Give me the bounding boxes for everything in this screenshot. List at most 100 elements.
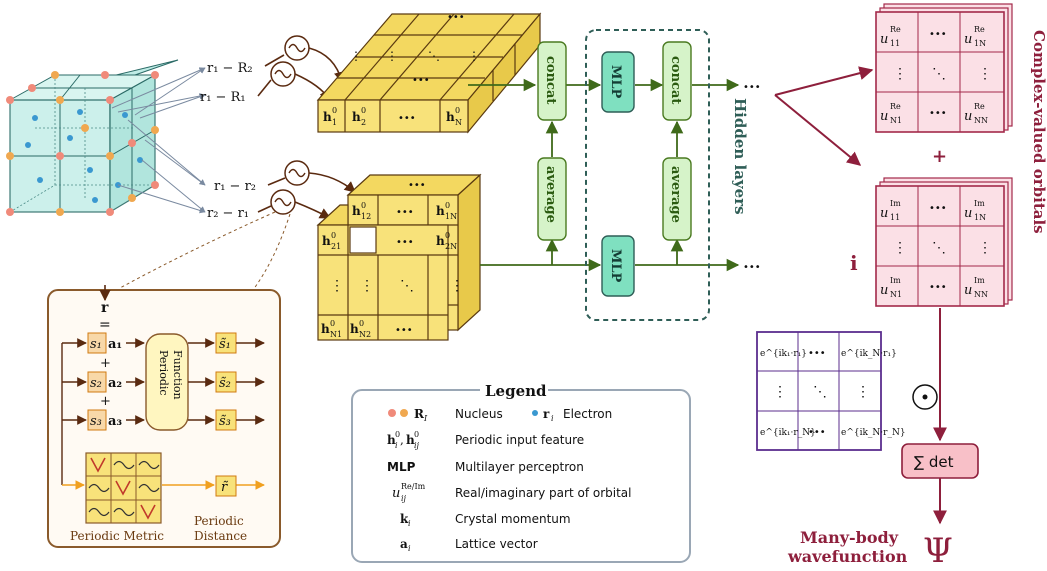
svg-text:1: 1	[332, 118, 337, 127]
phase-tl: e^{ik₁·r₁}	[760, 349, 807, 359]
svg-text:1N: 1N	[974, 39, 986, 48]
svg-text:⋱: ⋱	[932, 66, 946, 82]
crystal-lattice	[6, 59, 179, 216]
svg-text:0: 0	[359, 319, 364, 328]
top-tensor-labels: ••• ⋮ ⋮ ⋱ ⋮ ••• h 0 1 h 0 2 ••• h 0 N	[323, 12, 480, 127]
psi-symbol: Ψ	[923, 531, 953, 571]
nucleus-markers	[6, 71, 159, 216]
feature-h1N: h 0 1N	[436, 201, 457, 221]
legend-lattice-vector: Lattice vector	[455, 537, 538, 551]
flow-ellipsis-top: •••	[743, 82, 761, 93]
svg-text:⋮: ⋮	[978, 240, 992, 256]
bottom-feature-tensor	[316, 173, 482, 341]
svg-text:h: h	[322, 234, 331, 248]
hidden-layers-box	[585, 29, 710, 321]
sum-det-block: ∑ det	[901, 443, 979, 479]
feature-hN: h 0 N	[446, 106, 462, 127]
svg-text:1N: 1N	[445, 212, 457, 221]
svg-text:11: 11	[890, 39, 900, 48]
average-block-1: average	[537, 157, 567, 241]
svg-text:u: u	[964, 32, 972, 47]
legend-mlp: Multilayer perceptron	[455, 460, 584, 474]
svg-text:a₃: a₃	[108, 414, 122, 429]
svg-text:NN: NN	[974, 290, 988, 299]
svg-text:MLP: MLP	[608, 65, 623, 99]
bottom-tensor-labels: ••• h 0 12 ••• h 0 1N h 0 21 ••• h 0 2N …	[321, 180, 464, 339]
phase-matrix-labels: e^{ik₁·r₁} ••• e^{ik_N·r₁} ⋮ ⋱ ⋮ e^{ik₁·…	[760, 348, 906, 438]
svg-text:Im: Im	[890, 276, 901, 285]
svg-text:s₃: s₃	[90, 414, 102, 429]
svg-text:h: h	[323, 110, 332, 124]
svg-text:NN: NN	[974, 116, 988, 125]
periodic-distance-label: Distance	[194, 529, 247, 543]
svg-text:•••: •••	[929, 282, 947, 293]
svg-text:u: u	[964, 283, 972, 298]
wavefunction-label: Many-body wavefunction	[787, 528, 908, 566]
feature-h1: h 0 1	[323, 106, 337, 127]
mlp-block-1: MLP	[601, 51, 635, 113]
svg-text:Periodic: Periodic	[157, 350, 170, 396]
phase-br: e^{ik_N·r_N}	[841, 428, 906, 438]
svg-text:h: h	[352, 204, 361, 218]
svg-text:h: h	[406, 433, 415, 447]
svg-text:u: u	[880, 32, 888, 47]
svg-text:u: u	[880, 109, 888, 124]
svg-text:⋮: ⋮	[893, 66, 907, 82]
pair-labels: r₁ − R₂ r₁ − R₁ r₁ − r₂ r₂ − r₁	[200, 61, 256, 221]
svg-text:Im: Im	[890, 199, 901, 208]
svg-text:I: I	[423, 414, 428, 423]
concat-block-2: concat	[662, 41, 692, 121]
svg-text:0: 0	[445, 201, 450, 210]
feature-h12: h 0 12	[352, 201, 371, 221]
svg-text:1N: 1N	[974, 213, 986, 222]
hadamard-operator	[912, 384, 938, 410]
svg-text:Im: Im	[974, 199, 985, 208]
svg-text:h: h	[352, 110, 361, 124]
svg-text:average: average	[543, 166, 558, 223]
svg-text:∑ det: ∑ det	[914, 453, 954, 471]
periodic-box-contents: r = s₁ a₁ + s₂ a₂ + s₃ a₃ Periodic Funct…	[61, 285, 265, 543]
svg-text:a₂: a₂	[108, 376, 122, 391]
orbital-plus: +	[932, 146, 947, 167]
legend-title: Legend	[485, 382, 547, 400]
svg-text:0: 0	[445, 231, 450, 240]
svg-text:ij: ij	[414, 441, 420, 450]
svg-text:N: N	[455, 118, 462, 127]
svg-text:Re: Re	[974, 102, 985, 111]
feature-h2: h 0 2	[352, 106, 366, 127]
svg-text:⋮: ⋮	[856, 384, 870, 400]
svg-text:s̃₃: s̃₃	[219, 414, 231, 429]
svg-text:•••: •••	[929, 29, 947, 40]
complex-orbitals-label: Complex-valued orbitals	[1030, 30, 1047, 234]
svg-text:u: u	[964, 206, 972, 221]
svg-text:2: 2	[361, 118, 366, 127]
cube-to-pairs-arrows	[111, 67, 206, 214]
tensor-vdots: ⋮	[350, 49, 362, 63]
svg-text:0: 0	[361, 201, 366, 210]
svg-text:r̃: r̃	[221, 480, 229, 495]
svg-text:•••: •••	[808, 427, 826, 438]
svg-text:Function: Function	[171, 350, 184, 400]
svg-text:a₁: a₁	[108, 337, 122, 352]
svg-text:h: h	[321, 322, 330, 336]
phase-bl: e^{ik₁·r_N}	[760, 428, 816, 438]
phase-matrix	[756, 331, 882, 451]
svg-text:Re: Re	[974, 25, 985, 34]
periodic-metric-label: Periodic Metric	[70, 529, 164, 543]
average-block-2: average	[662, 157, 692, 241]
svg-text:concat: concat	[543, 56, 558, 104]
svg-text:s̃₁: s̃₁	[219, 337, 231, 352]
svg-text:r: r	[543, 407, 550, 421]
tensor-vdots-3: ⋮	[468, 49, 480, 63]
orbital-arrows	[774, 66, 874, 166]
svg-text:,: ,	[400, 433, 404, 447]
feature-dots: •••	[398, 113, 416, 124]
orbital-re-labels: u Re 11 ••• u Re 1N ⋮ ⋱ ⋮ u Re N1 ••• u …	[880, 25, 992, 125]
imaginary-i: i	[850, 251, 858, 275]
svg-text:i: i	[395, 441, 398, 450]
svg-text:h: h	[436, 204, 445, 218]
svg-text:•••: •••	[929, 108, 947, 119]
orbital-im-labels: u Im 11 ••• u Im 1N ⋮ ⋱ ⋮ u Im N1 ••• u …	[880, 199, 992, 299]
legend-orbital: Real/imaginary part of orbital	[455, 486, 631, 500]
svg-text:N1: N1	[890, 290, 902, 299]
